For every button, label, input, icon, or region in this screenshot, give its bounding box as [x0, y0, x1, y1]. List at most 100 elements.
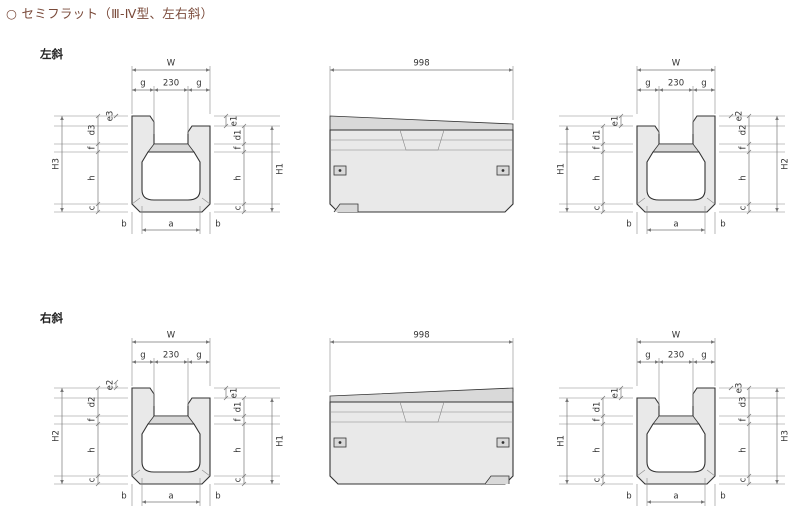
tick-mark	[618, 395, 624, 401]
tick-mark	[241, 209, 247, 215]
flow-section	[646, 423, 706, 473]
arrowhead	[701, 228, 705, 232]
dim-label-d3: d3	[88, 125, 98, 136]
grating-seat	[147, 143, 195, 153]
tick-mark	[746, 385, 752, 391]
lifting-hole-dot	[501, 169, 505, 172]
dim-label-c: c	[593, 205, 603, 210]
tick-mark	[746, 473, 752, 479]
tick-mark	[746, 113, 752, 119]
dim-label-e2: e2	[106, 380, 116, 391]
tick-mark	[746, 421, 752, 427]
arrowhead	[647, 228, 651, 232]
chamfer-line	[636, 469, 646, 477]
arrowhead	[565, 398, 569, 402]
arrowhead	[184, 360, 188, 364]
tick-mark	[95, 149, 101, 155]
arrowhead	[132, 68, 136, 72]
dim-label-g: g	[645, 79, 650, 89]
channel-cross-section	[131, 115, 211, 213]
tick-mark	[241, 481, 247, 487]
arrowhead	[142, 500, 146, 504]
dim-label-c: c	[739, 205, 749, 210]
tick-mark	[746, 141, 752, 147]
tick-mark	[600, 201, 606, 207]
dim-label-d1: d1	[593, 130, 603, 141]
arrowhead	[270, 398, 274, 402]
dim-label-g_value: 230	[668, 79, 684, 89]
dim-label-h1: H1	[557, 163, 567, 175]
dim-label-h: h	[234, 175, 244, 180]
dim-label-a: a	[168, 492, 173, 502]
dim-label-d2: d2	[739, 125, 749, 136]
tick-mark	[223, 385, 229, 391]
arrowhead	[132, 88, 136, 92]
dim-label-b: b	[215, 492, 220, 502]
arrowhead	[132, 340, 136, 344]
dim-label-g_value: 230	[163, 79, 179, 89]
channel-cross-section	[636, 115, 716, 213]
arrowhead	[270, 480, 274, 484]
arrowhead	[689, 88, 693, 92]
dim-label-e3: e3	[735, 383, 745, 394]
arrowhead	[693, 88, 697, 92]
tick-mark	[600, 395, 606, 401]
dim-label-f: f	[234, 146, 244, 150]
dim-label-g: g	[140, 79, 145, 89]
dim-label-h3: H3	[52, 158, 62, 170]
page-title: ○ セミフラット（Ⅲ-Ⅳ型、左右斜）	[6, 6, 214, 21]
dim-label-b: b	[626, 220, 631, 230]
tick-mark	[95, 209, 101, 215]
arrowhead	[647, 500, 651, 504]
dim-label-d1: d1	[593, 402, 603, 413]
dim-label-h1: H1	[276, 163, 286, 175]
lifting-hole-dot	[338, 441, 342, 444]
dim-label-c: c	[88, 477, 98, 482]
arrowhead	[711, 88, 715, 92]
arrowhead	[142, 228, 146, 232]
arrowhead	[206, 68, 210, 72]
arrowhead	[659, 88, 663, 92]
chamfer-line	[636, 197, 646, 205]
arrowhead	[565, 480, 569, 484]
dim-label-g: g	[196, 351, 201, 361]
tick-mark	[223, 113, 229, 119]
dim-label-g_value: 230	[163, 351, 179, 361]
chamfer-line	[706, 197, 716, 205]
dim-label-length: 998	[413, 331, 429, 341]
dim-label-h2: H2	[52, 430, 62, 442]
dim-label-c: c	[88, 205, 98, 210]
tick-mark	[618, 123, 624, 129]
joint-notch	[333, 203, 359, 213]
arrowhead	[565, 126, 569, 130]
dim-label-b: b	[121, 220, 126, 230]
dim-label-h: h	[739, 175, 749, 180]
sloped-top	[329, 387, 514, 403]
arrowhead	[775, 480, 779, 484]
dim-label-a: a	[673, 492, 678, 502]
dim-label-g: g	[701, 351, 706, 361]
arrowhead	[188, 360, 192, 364]
arrowhead	[637, 68, 641, 72]
joint-notch	[484, 475, 510, 485]
tick-mark	[95, 473, 101, 479]
arrowhead	[206, 88, 210, 92]
arrowhead	[60, 388, 64, 392]
arrowhead	[637, 340, 641, 344]
tick-mark	[746, 201, 752, 207]
arrowhead	[150, 88, 154, 92]
tick-mark	[600, 123, 606, 129]
arrowhead	[154, 88, 158, 92]
chamfer-line	[201, 469, 211, 477]
tick-mark	[746, 149, 752, 155]
dim-label-f: f	[593, 418, 603, 422]
arrowhead	[655, 88, 659, 92]
tick-mark	[95, 481, 101, 487]
arrowhead	[637, 88, 641, 92]
arrowhead	[711, 340, 715, 344]
flow-section	[141, 423, 201, 473]
tick-mark	[746, 481, 752, 487]
dim-label-f: f	[88, 418, 98, 422]
tick-mark	[95, 421, 101, 427]
tick-mark	[600, 141, 606, 147]
